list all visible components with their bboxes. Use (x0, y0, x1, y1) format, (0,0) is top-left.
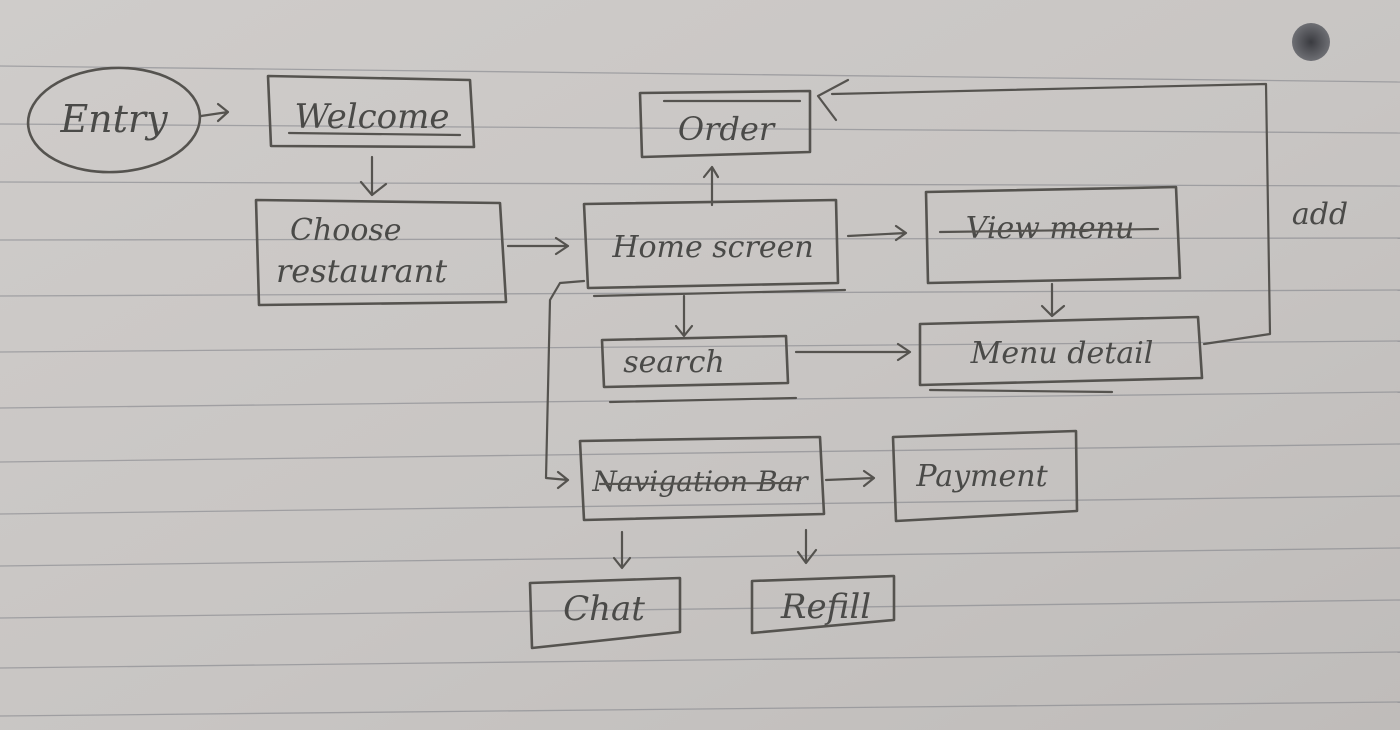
node-entry: Entry (26, 66, 202, 174)
node-menu-detail-label: Menu detail (970, 336, 1154, 371)
node-menu-detail: Menu detail (918, 315, 1204, 394)
edge-viewmenu-menudetail (1040, 282, 1066, 318)
node-chat-label: Chat (563, 589, 645, 629)
edge-menudetail-order-add (816, 78, 1272, 346)
node-chat: Chat (528, 576, 682, 650)
node-welcome: Welcome (266, 74, 476, 149)
node-choose-restaurant-line1: Choose (290, 213, 402, 248)
node-refill: Refill (750, 574, 896, 635)
edge-search-menudetail (794, 342, 912, 362)
edge-home-order (702, 165, 720, 207)
ruled-lines (0, 65, 1400, 717)
node-payment-label: Payment (915, 459, 1048, 494)
node-home-screen: Home screen (582, 198, 847, 298)
node-refill-label: Refill (780, 587, 871, 627)
node-view-menu-label: View menu (966, 211, 1135, 246)
node-entry-label: Entry (59, 97, 168, 141)
binder-hole (1292, 23, 1330, 61)
node-order: Order (638, 89, 812, 159)
edge-navbar-payment (824, 469, 876, 488)
node-home-screen-label: Home screen (611, 230, 813, 265)
node-search: search (600, 334, 798, 404)
node-choose-restaurant: Choose restaurant (254, 198, 508, 307)
node-order-label: Order (678, 110, 776, 148)
edge-navbar-refill (796, 528, 818, 565)
node-view-menu: View menu (924, 185, 1182, 285)
node-navigation-bar-label: Navigation Bar (591, 465, 809, 498)
edge-home-viewmenu (846, 224, 908, 242)
edge-choose-home (506, 236, 570, 256)
node-payment: Payment (891, 429, 1079, 523)
edge-entry-welcome (199, 102, 230, 123)
node-welcome-label: Welcome (294, 97, 449, 137)
node-navigation-bar: Navigation Bar (578, 435, 826, 522)
edge-welcome-choose (359, 155, 388, 197)
edge-home-navbar (544, 279, 586, 490)
edge-label-add: add (1292, 197, 1348, 232)
node-search-label: search (623, 345, 725, 380)
edge-home-search (674, 294, 694, 338)
edge-navbar-chat (612, 530, 632, 570)
node-choose-restaurant-line2: restaurant (276, 252, 447, 290)
edges (199, 78, 1272, 570)
